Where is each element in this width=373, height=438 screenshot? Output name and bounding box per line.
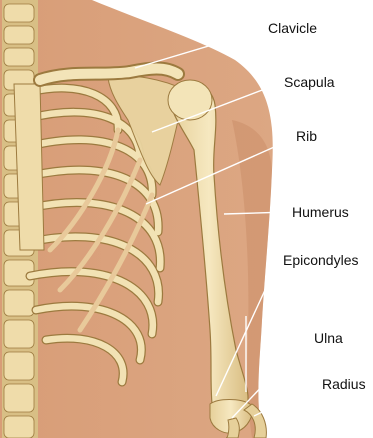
label-epicondyles: Epicondyles: [283, 252, 359, 268]
label-humerus: Humerus: [292, 204, 349, 220]
label-radius: Radius: [322, 376, 366, 392]
leader-line-radius: [254, 386, 316, 416]
label-clavicle: Clavicle: [268, 20, 317, 36]
label-scapula: Scapula: [284, 74, 335, 90]
label-ulna: Ulna: [314, 330, 343, 346]
label-rib: Rib: [296, 128, 317, 144]
